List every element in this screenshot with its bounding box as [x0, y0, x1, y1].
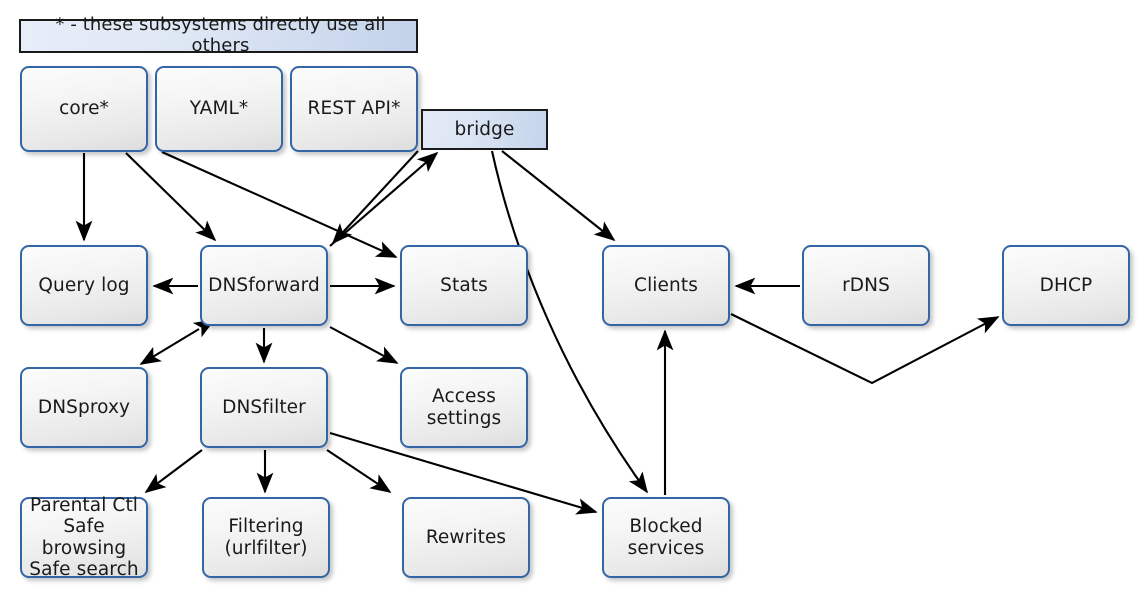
- node-dnsfilter[interactable]: DNSfilter: [200, 367, 328, 448]
- node-bridge[interactable]: bridge: [421, 109, 548, 150]
- node-rdns[interactable]: rDNS: [802, 245, 930, 326]
- node-blocked[interactable]: Blocked services: [602, 497, 730, 578]
- node-stats[interactable]: Stats: [400, 245, 528, 326]
- node-dnsproxy-label: DNSproxy: [37, 396, 131, 418]
- edge-dnsfilter-parental: [144, 449, 203, 494]
- node-dnsforward-label: DNSforward: [208, 274, 320, 296]
- node-filtering[interactable]: Filtering (urlfilter): [202, 497, 330, 578]
- node-querylog[interactable]: Query log: [20, 245, 148, 326]
- node-clients[interactable]: Clients: [602, 245, 730, 326]
- node-restapi-label: REST API*: [307, 98, 401, 120]
- legend-note: * - these subsystems directly use all ot…: [19, 14, 418, 56]
- edge-core-dnsforward: [125, 152, 217, 242]
- edge-yaml-stats: [161, 151, 398, 258]
- edge-dnsforward-access: [329, 326, 399, 364]
- node-bridge-label: bridge: [454, 118, 515, 140]
- node-clients-label: Clients: [634, 274, 698, 296]
- edge-dnsfilter-rewrites: [326, 449, 392, 493]
- node-restapi[interactable]: REST API*: [290, 66, 418, 152]
- node-parental[interactable]: Parental Ctl Safe browsing Safe search: [20, 494, 148, 580]
- node-parental-label: Parental Ctl Safe browsing Safe search: [29, 494, 139, 580]
- edge-dnsforward-dnsproxy: [139, 319, 216, 365]
- node-dhcp[interactable]: DHCP: [1002, 245, 1130, 326]
- node-dnsforward[interactable]: DNSforward: [200, 245, 328, 326]
- node-rdns-label: rDNS: [842, 274, 890, 296]
- node-blocked-label: Blocked services: [627, 516, 705, 559]
- node-querylog-label: Query log: [38, 274, 130, 296]
- node-rewrites[interactable]: Rewrites: [402, 497, 530, 578]
- edge-restapi-dnsforward: [331, 150, 419, 245]
- edge-dnsforward-bridge: [329, 151, 439, 247]
- node-access-label: Access settings: [426, 386, 502, 429]
- node-access[interactable]: Access settings: [400, 367, 528, 448]
- node-stats-label: Stats: [440, 274, 488, 296]
- node-dhcp-label: DHCP: [1039, 274, 1093, 296]
- node-rewrites-label: Rewrites: [425, 526, 507, 548]
- node-dnsproxy[interactable]: DNSproxy: [20, 367, 148, 448]
- node-core[interactable]: core*: [20, 66, 148, 152]
- node-filtering-label: Filtering (urlfilter): [224, 516, 308, 559]
- legend-note-label: * - these subsystems directly use all ot…: [55, 14, 386, 56]
- node-core-label: core*: [59, 98, 109, 120]
- node-dnsfilter-label: DNSfilter: [222, 396, 306, 418]
- node-yaml-label: YAML*: [189, 98, 249, 120]
- node-yaml[interactable]: YAML*: [155, 66, 283, 152]
- edge-bridge-clients: [501, 150, 616, 242]
